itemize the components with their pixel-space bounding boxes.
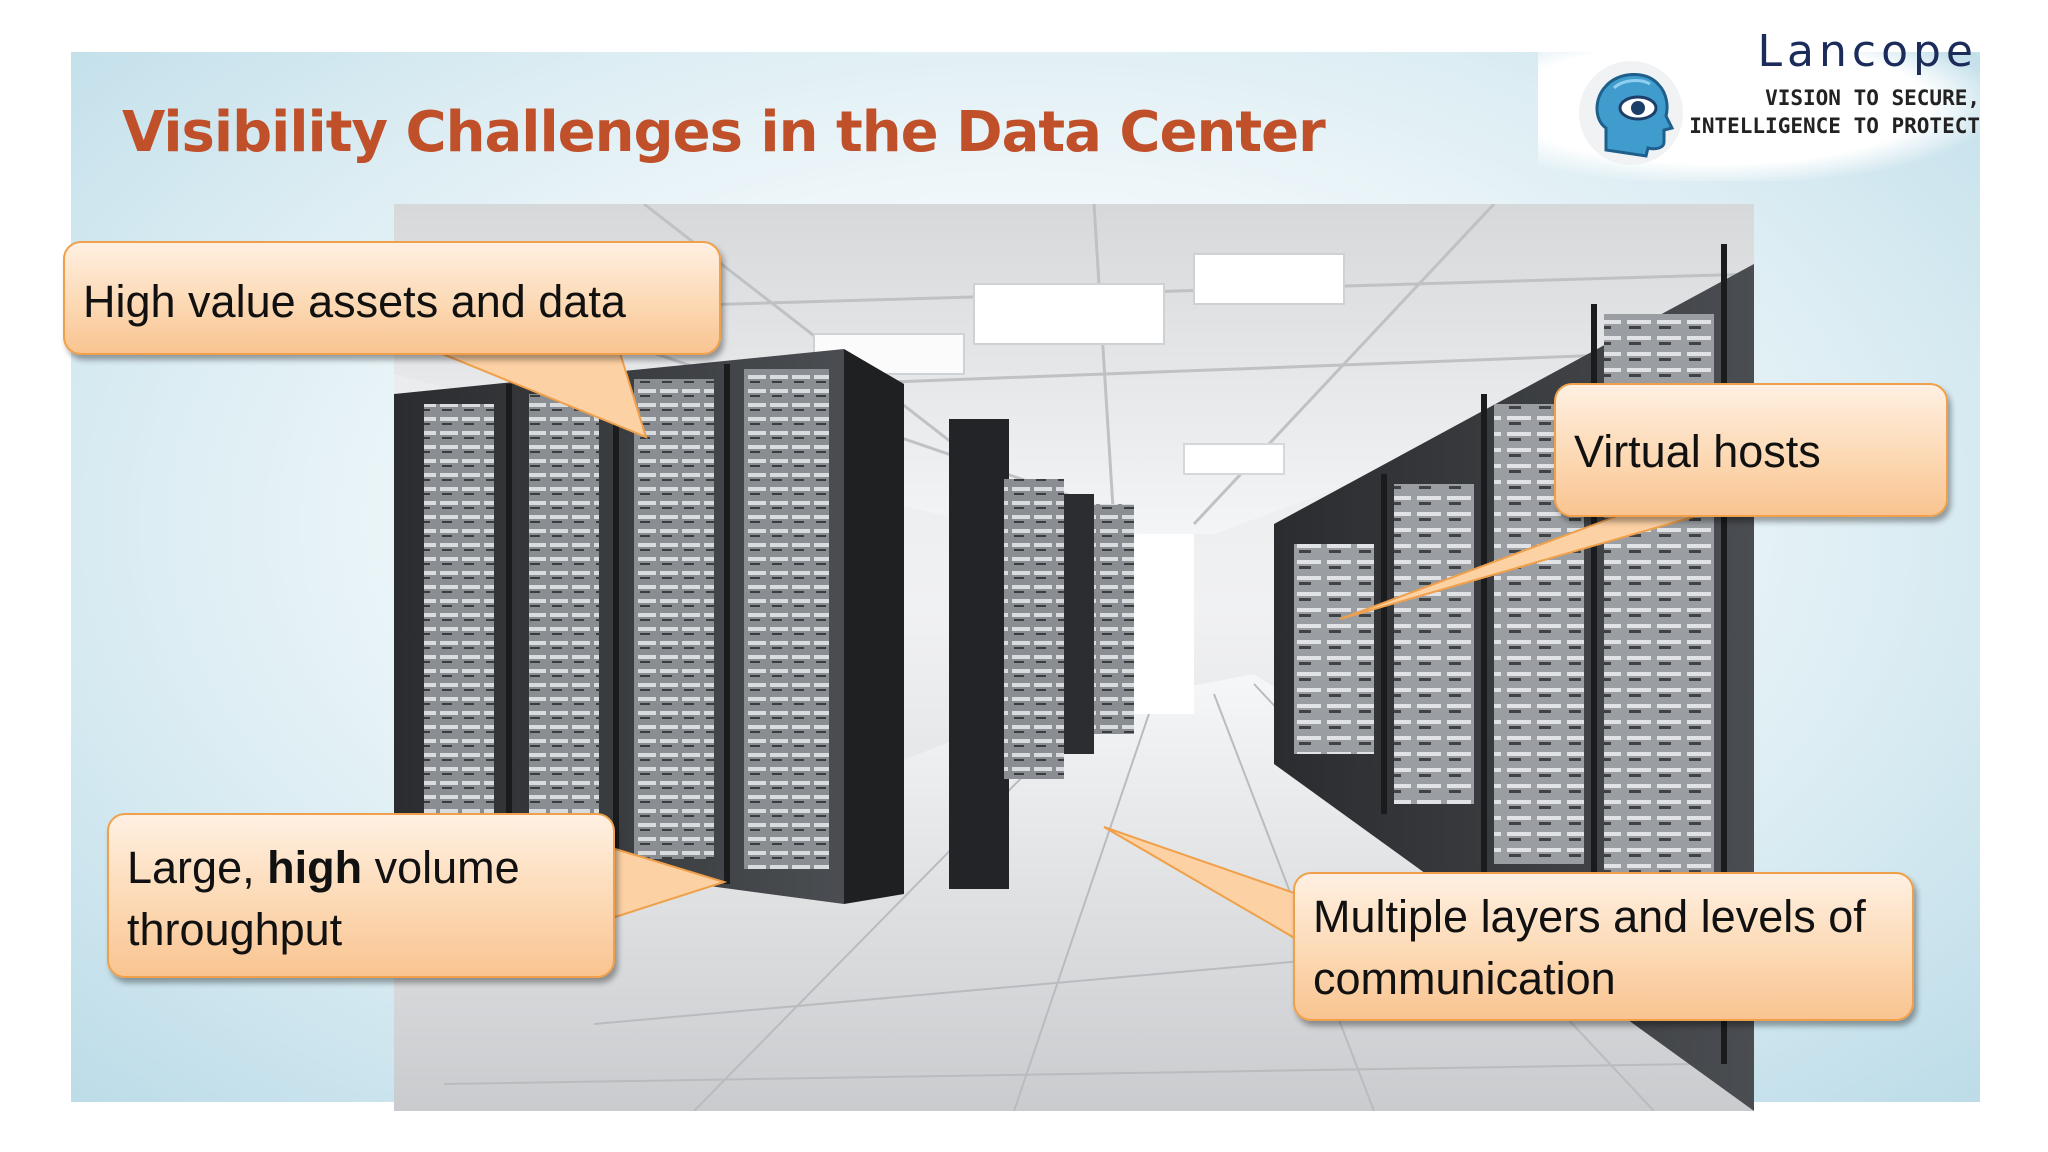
server-room-illustration <box>394 204 1754 1111</box>
callout-large-part1: Large, <box>127 842 268 893</box>
callout-layers-line2: communication <box>1313 953 1616 1004</box>
logo-tagline-1: VISION TO SECURE, <box>1765 86 1980 110</box>
callout-virtual-text: Virtual hosts <box>1574 426 1821 477</box>
head-with-eye-icon <box>1579 61 1683 165</box>
callout-large-bold: high <box>267 842 363 893</box>
logo-wordmark: Lancope <box>1757 26 1978 77</box>
callout-large-part2: volume <box>362 842 520 893</box>
callout-layers-line1: Multiple layers and levels of <box>1313 891 1866 942</box>
slide-title: Visibility Challenges in the Data Center <box>122 100 1326 165</box>
callout-large-line2: throughput <box>127 904 343 955</box>
logo-tagline-2: INTELLIGENCE TO PROTECT <box>1689 114 1980 138</box>
callout-high-value-assets: High value assets and data <box>63 241 721 355</box>
callout-multiple-layers: Multiple layers and levels of communicat… <box>1293 872 1914 1021</box>
callout-virtual-hosts: Virtual hosts <box>1554 383 1948 517</box>
callout-assets-text: High value assets and data <box>83 276 626 327</box>
company-logo: Lancope VISION TO SECURE, INTELLIGENCE T… <box>1538 26 1988 186</box>
callout-high-volume-throughput: Large, high volume throughput <box>107 813 615 978</box>
